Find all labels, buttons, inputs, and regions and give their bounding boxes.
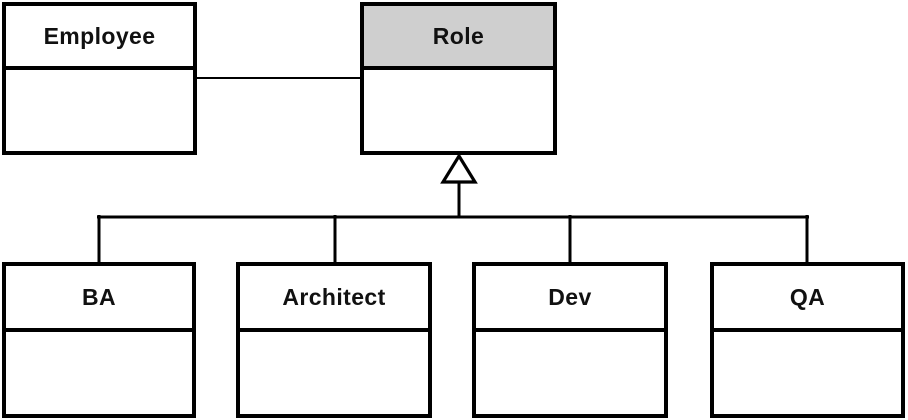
- uml-class-header-role: Role: [364, 6, 553, 70]
- uml-class-header-architect: Architect: [240, 266, 428, 332]
- uml-class-header-dev: Dev: [476, 266, 664, 332]
- uml-class-dev[interactable]: Dev: [472, 262, 668, 418]
- uml-class-attributes-architect: [240, 332, 428, 414]
- uml-class-attributes-employee: [6, 70, 193, 151]
- uml-class-header-employee: Employee: [6, 6, 193, 70]
- uml-class-ba[interactable]: BA: [2, 262, 196, 418]
- uml-class-qa[interactable]: QA: [710, 262, 905, 418]
- uml-class-attributes-dev: [476, 332, 664, 414]
- uml-class-role[interactable]: Role: [360, 2, 557, 155]
- uml-class-name-dev: Dev: [548, 283, 592, 310]
- uml-class-name-qa: QA: [789, 283, 826, 310]
- uml-class-architect[interactable]: Architect: [236, 262, 432, 418]
- uml-class-name-employee: Employee: [43, 22, 156, 49]
- uml-class-attributes-qa: [714, 332, 901, 414]
- uml-class-name-role: Role: [432, 22, 485, 49]
- uml-class-name-architect: Architect: [282, 283, 386, 310]
- uml-class-attributes-ba: [6, 332, 192, 414]
- uml-class-header-qa: QA: [714, 266, 901, 332]
- uml-class-attributes-role: [364, 70, 553, 151]
- uml-class-name-ba: BA: [81, 283, 117, 310]
- uml-class-employee[interactable]: Employee: [2, 2, 197, 155]
- uml-class-header-ba: BA: [6, 266, 192, 332]
- generalization-arrowhead-icon: [440, 152, 478, 184]
